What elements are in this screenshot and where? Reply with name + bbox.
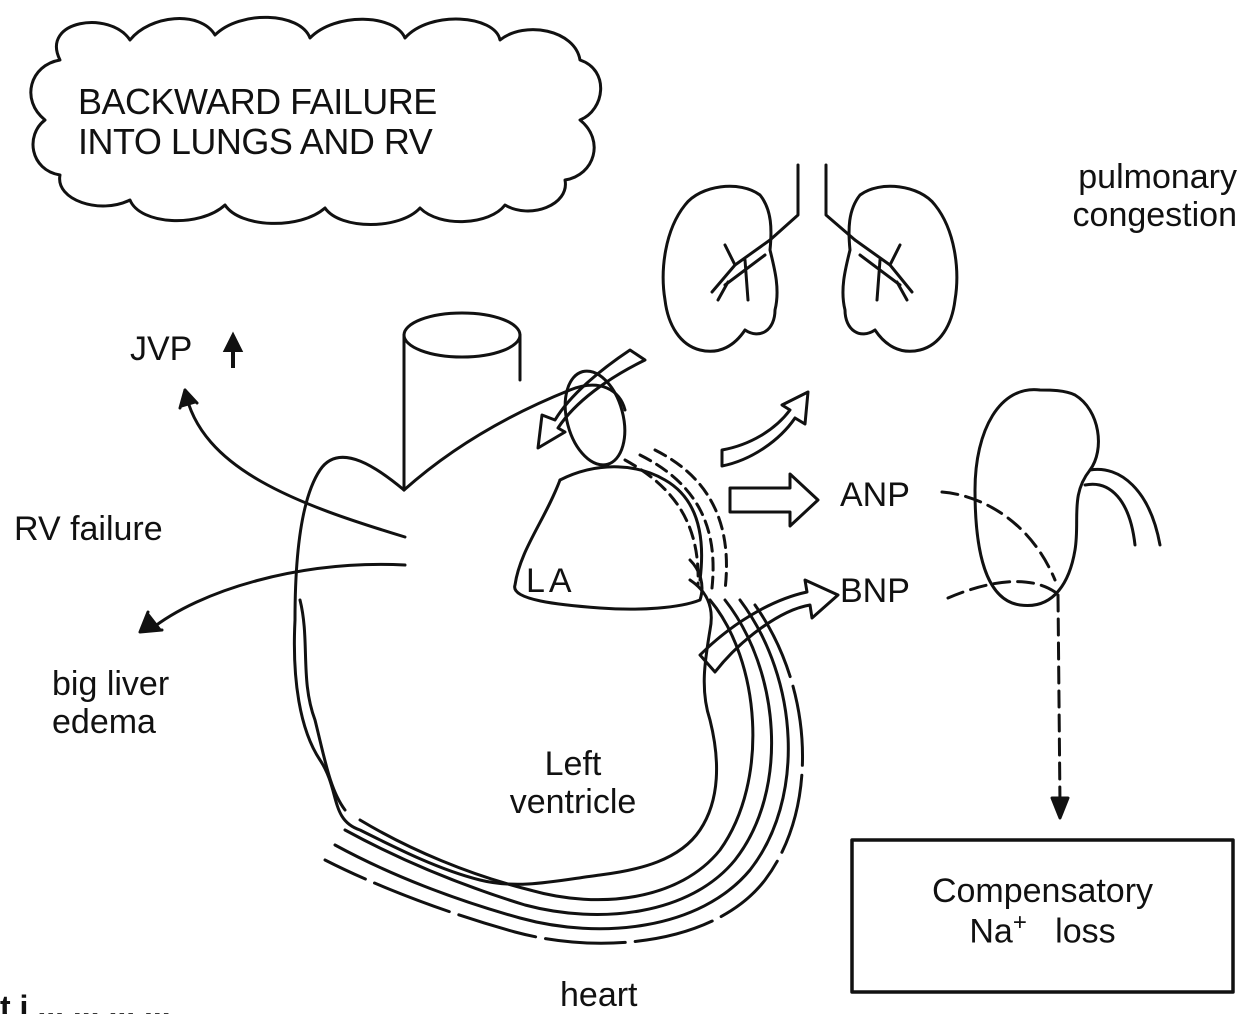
lv-line-2: ventricle — [478, 783, 668, 821]
heart-wall-bumps — [300, 600, 345, 810]
rv-failure-label: RV failure — [14, 510, 163, 548]
compensatory-line-2: Na+ loss — [855, 910, 1230, 950]
loss-word: loss — [1055, 912, 1115, 950]
kidney-outline — [975, 390, 1098, 606]
liver-line-2: edema — [52, 703, 169, 741]
valve-ring — [556, 364, 635, 471]
sodium-charge: + — [1013, 909, 1027, 936]
right-bronchus — [855, 240, 912, 300]
jvp-arrowhead — [180, 390, 197, 408]
heart-caption: heart — [560, 976, 638, 1014]
vein-upper — [185, 390, 405, 537]
sodium-symbol: Na — [969, 912, 1012, 950]
liver-line-1: big liver — [52, 665, 169, 703]
ureter — [1085, 469, 1160, 545]
vein-lower — [150, 564, 405, 630]
left-bronchus — [712, 240, 770, 300]
lungs — [663, 165, 957, 351]
trachea — [770, 165, 855, 240]
heart-upper-edge — [404, 385, 625, 490]
lungs-label: pulmonary congestion — [1015, 158, 1237, 234]
heart — [294, 313, 802, 943]
lungs-label-line-2: congestion — [1015, 196, 1237, 234]
kidney-dashed-down — [1058, 595, 1060, 805]
compensatory-line-1: Compensatory — [855, 872, 1230, 910]
bnp-label: BNP — [840, 572, 910, 610]
jvp-label: JVP — [130, 330, 192, 368]
anp-label: ANP — [840, 476, 910, 514]
arrow-into-lungs — [722, 392, 808, 466]
jvp-up-arrow — [226, 336, 240, 368]
liver-label: big liver edema — [52, 665, 169, 741]
la-label: LA — [526, 562, 576, 600]
cloud-line-1: BACKWARD FAILURE — [78, 82, 437, 122]
down-arrowhead — [1052, 798, 1068, 818]
right-lung-outline — [843, 186, 957, 351]
arrow-to-anp — [730, 474, 818, 526]
lungs-label-line-1: pulmonary — [1015, 158, 1237, 196]
cloud-line-2: INTO LUNGS AND RV — [78, 122, 437, 162]
left-lung-outline — [663, 186, 777, 351]
cloud-label: BACKWARD FAILURE INTO LUNGS AND RV — [78, 82, 437, 163]
arrow-into-heart — [538, 350, 645, 448]
lv-label: Left ventricle — [478, 745, 668, 821]
aorta-top — [404, 313, 520, 357]
cut-off-caption: t i ... ... ... ... — [0, 990, 171, 1014]
lv-line-1: Left — [478, 745, 668, 783]
compensatory-label: Compensatory Na+ loss — [855, 872, 1230, 950]
anp-dashed — [942, 492, 1055, 580]
